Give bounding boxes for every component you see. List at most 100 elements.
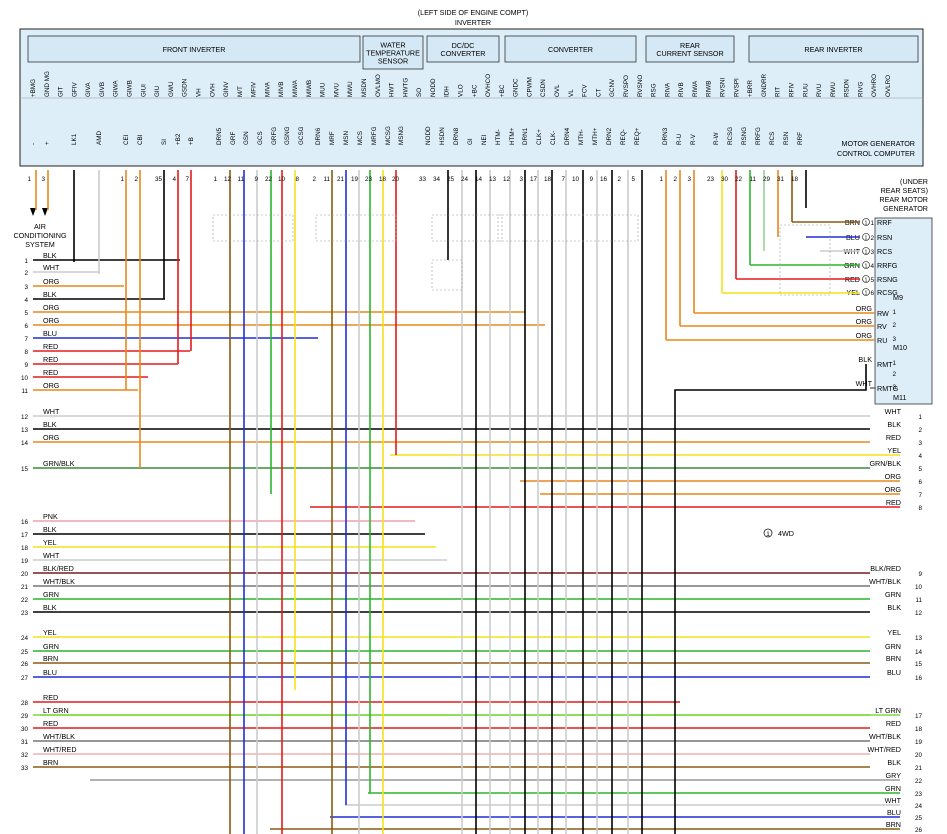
pin-name: RIVB [678, 82, 685, 97]
terminal-pin-number: 25 [447, 176, 455, 183]
wire-color-left: RED [43, 693, 58, 702]
rear-motor-terminal: RMT [877, 360, 893, 369]
wire-number-right: 7 [918, 492, 922, 499]
wire-number-left: 9 [24, 362, 28, 369]
terminal-pin-number: 18 [379, 176, 387, 183]
pin-name: GNDC [513, 78, 520, 97]
wire-number-right: 1 [918, 414, 922, 421]
pin-name: RVU [816, 83, 823, 97]
wire-number-left: 24 [21, 635, 29, 642]
terminal-name: GCSG [298, 126, 305, 145]
shield-box [431, 214, 503, 242]
terminal-pin-number: 11 [749, 176, 756, 183]
rear-motor-pin: 3 [870, 249, 874, 256]
pin-name: HWT [389, 83, 396, 97]
wire-color-left: ORG [43, 303, 60, 312]
rear-motor-terminal: RCSG [877, 288, 898, 297]
wire-number-right: 5 [918, 466, 922, 473]
terminal-name: RRF [797, 132, 804, 145]
wire-number-left: 19 [21, 558, 29, 565]
wire-color-left: YEL [43, 628, 57, 637]
wire-color-left: GRN [43, 642, 59, 651]
pin-name: RVSNI [720, 78, 727, 97]
terminal-pin-number: 33 [419, 176, 427, 183]
wire-color-right: GRN/BLK [869, 459, 901, 468]
terminal-pin-number: 30 [721, 176, 729, 183]
option-marker [862, 261, 870, 269]
rear-motor-terminal: RSNG [877, 275, 898, 284]
wire-color-right: ORG [885, 485, 902, 494]
connector-label: M9 [893, 293, 903, 302]
terminal-name: R-U [676, 133, 683, 145]
rear-motor-terminal: RV [877, 322, 887, 331]
terminal-name: MTH+ [592, 127, 599, 145]
wire-color-right: WHT/RED [867, 745, 901, 754]
terminal-pin-number: 3 [41, 176, 45, 183]
option-marker [862, 275, 870, 283]
terminal-pin-number: 35 [155, 176, 163, 183]
rear-motor-terminal: RW [877, 309, 889, 318]
wire-number-left: 32 [21, 752, 29, 759]
wire-color-left: RED [43, 368, 58, 377]
section-box [426, 35, 500, 63]
wire-number-right: 4 [918, 453, 922, 460]
shield-box [497, 214, 639, 242]
wire-number-left: 6 [24, 323, 28, 330]
wire-color-right: BRN [886, 820, 901, 829]
pin-name: MFIV [251, 81, 258, 97]
terminal-name: NODD [425, 126, 432, 145]
wire-color-left: BRN [43, 654, 58, 663]
terminal-pin-number: 34 [433, 176, 441, 183]
terminal-pin-number: 24 [461, 176, 469, 183]
terminal-name: MSNG [398, 126, 405, 145]
terminal-name: R-V [690, 133, 697, 145]
terminal-name: RCS [769, 132, 776, 145]
wire-color-right: ORG [885, 472, 902, 481]
terminal-pin-number: 22 [265, 176, 273, 183]
ac-label: CONDITIONING [13, 231, 67, 240]
terminal-name: MSN [343, 131, 350, 145]
terminal-name: AMD [96, 131, 103, 145]
pin-name: NODD [430, 78, 437, 97]
wire-number-right: 2 [918, 427, 922, 434]
wire-number-left: 1 [24, 258, 28, 265]
terminal-name: +B [188, 137, 195, 145]
option-marker-text: 1 [865, 291, 868, 297]
terminal-name: + [44, 141, 51, 145]
wire-number-right: 21 [915, 765, 923, 772]
section-label: SENSOR [378, 57, 408, 66]
pin-name: GIT [58, 86, 65, 97]
wire-number-right: 20 [915, 752, 923, 759]
terminal-name: DRN4 [564, 127, 571, 145]
wire-color-left: WHT/BLK [43, 577, 75, 586]
wire-number-left: 21 [21, 584, 29, 591]
option-marker-text: 1 [865, 236, 868, 242]
shield-box [779, 224, 831, 296]
wire-color-left: LT GRN [43, 706, 69, 715]
section-label: DC/DC [452, 41, 475, 50]
terminal-name: HTM+ [509, 127, 516, 145]
terminal-pin-number: 22 [735, 176, 743, 183]
wire-color-right: BLK [887, 603, 901, 612]
legend-marker: 1 [766, 531, 770, 538]
terminal-name: GSN [243, 131, 250, 145]
wire-number-left: 7 [24, 336, 28, 343]
wire-color-right: BLU [887, 808, 901, 817]
shield-box [315, 214, 397, 242]
wire-color-left: BLU [43, 668, 57, 677]
terminal-name: RSN [783, 131, 790, 145]
terminal-pin-number: 9 [254, 176, 258, 183]
legend-text: 4WD [778, 529, 794, 538]
terminal-name: HSDN [439, 127, 446, 145]
section-label: TEMPERATURE [366, 49, 420, 58]
terminal-pin-number: 20 [392, 176, 400, 183]
terminal-name: DRN8 [453, 127, 460, 145]
wire-number-right: 25 [915, 815, 923, 822]
pin-name: MIWA [292, 79, 299, 97]
rear-motor-title: GENERATOR [883, 204, 928, 213]
terminal-name: MTH- [578, 129, 585, 145]
pin-name: IDH [444, 86, 451, 97]
terminal-pin-number: 7 [185, 176, 189, 183]
terminal-name: REQ- [620, 129, 627, 145]
